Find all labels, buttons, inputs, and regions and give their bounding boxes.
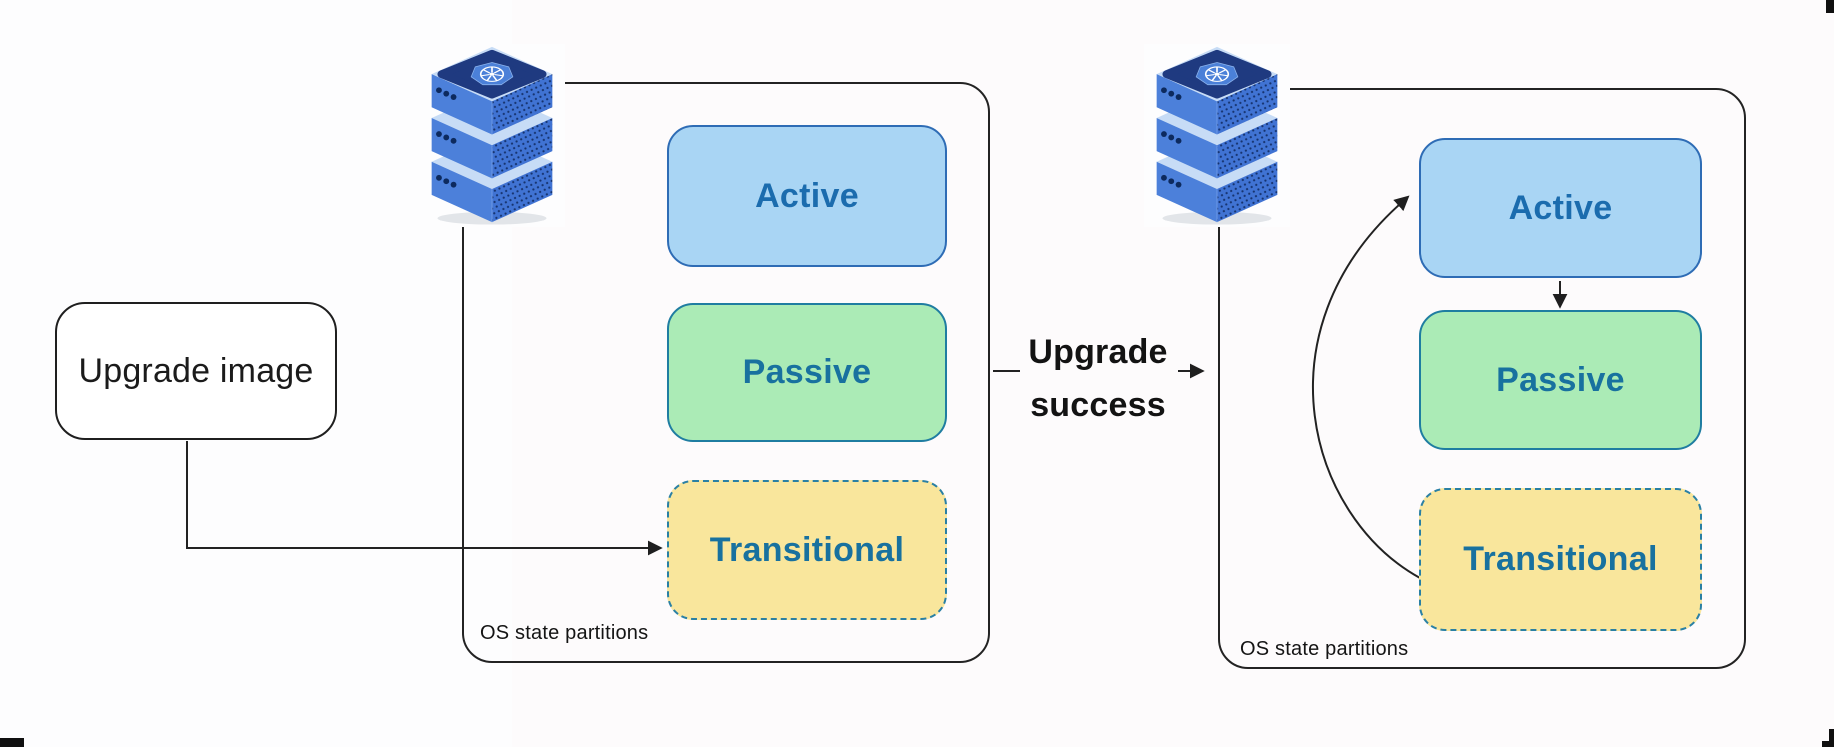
partition-label: Active: [1508, 188, 1613, 227]
partition-active-before: Active: [667, 125, 947, 267]
upgrade-image-label: Upgrade image: [78, 351, 314, 390]
cluster-after-upgrade: OS state partitions: [1218, 88, 1746, 669]
partition-passive-before: Passive: [667, 303, 947, 442]
partition-label: Passive: [1496, 360, 1625, 399]
partition-label: Active: [755, 176, 859, 215]
partition-transitional-after: Transitional: [1419, 488, 1702, 631]
partition-label: Passive: [742, 353, 872, 391]
partition-transitional-before: Transitional: [667, 480, 947, 620]
partition-label: Transitional: [709, 530, 905, 569]
screen-artifact-top-right: [1826, 0, 1834, 13]
partition-passive-after: Passive: [1419, 310, 1702, 450]
cluster-caption: OS state partitions: [480, 622, 649, 644]
screen-artifact-bottom-left: [0, 738, 24, 747]
upgrade-image-node: Upgrade image: [55, 302, 337, 440]
screen-artifact-bottom-right: [1822, 741, 1834, 747]
kubernetes-server-icon: [419, 44, 565, 227]
screen-artifact-bottom-right: [1829, 729, 1834, 747]
cluster-caption: OS state partitions: [1240, 638, 1409, 660]
partition-active-after: Active: [1419, 138, 1702, 278]
cluster-before-upgrade: OS state partitions: [462, 82, 990, 663]
upgrade-success-label: Upgrade success: [1028, 333, 1168, 425]
kubernetes-server-icon: [1144, 44, 1290, 227]
partition-label: Transitional: [1463, 540, 1658, 578]
